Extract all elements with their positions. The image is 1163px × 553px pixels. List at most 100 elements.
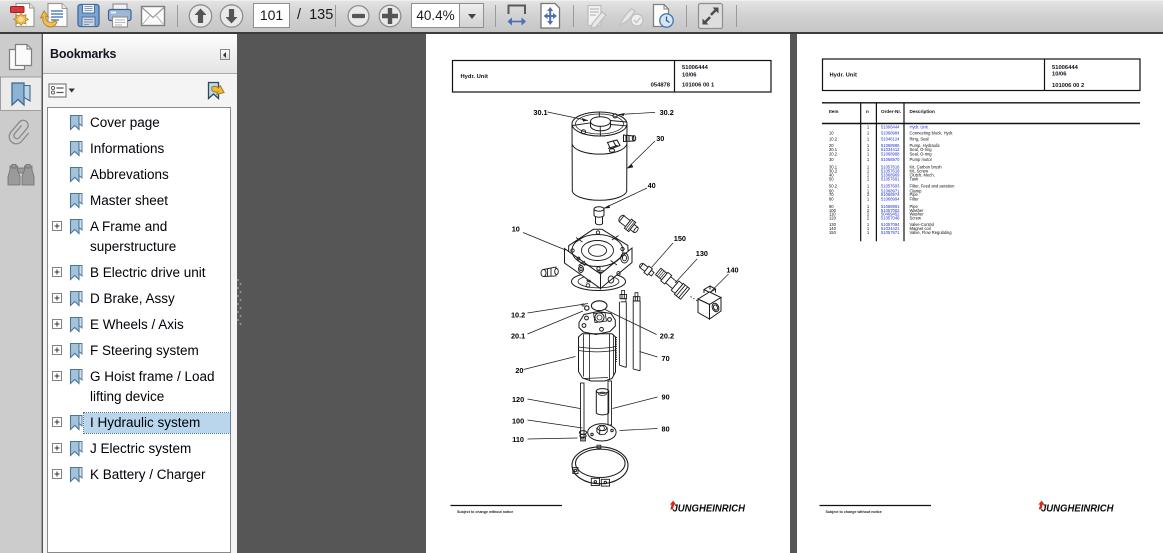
svg-text:Hydr. Unit: Hydr. Unit [830, 73, 857, 79]
svg-text:Filter, Feed and aeration: Filter, Feed and aeration [910, 183, 956, 188]
svg-text:20: 20 [515, 366, 523, 375]
svg-text:Washer: Washer [910, 208, 925, 213]
svg-text:90: 90 [662, 393, 670, 402]
svg-text:1: 1 [867, 204, 870, 209]
svg-text:Seal, O-ring: Seal, O-ring [910, 147, 933, 152]
svg-text:51006444: 51006444 [1052, 65, 1079, 71]
svg-text:1: 1 [867, 183, 870, 188]
svg-text:1: 1 [867, 177, 870, 182]
svg-text:2: 2 [867, 192, 870, 197]
svg-text:Clutch, Mech.: Clutch, Mech. [910, 173, 935, 178]
svg-text:Item: Item [829, 109, 838, 114]
svg-text:50: 50 [829, 177, 834, 182]
svg-text:51068969: 51068969 [881, 173, 900, 178]
svg-text:10.2: 10.2 [511, 311, 525, 320]
svg-text:Washer: Washer [910, 212, 925, 217]
svg-text:40: 40 [829, 173, 834, 178]
svg-text:10: 10 [829, 131, 834, 136]
svg-text:1: 1 [867, 173, 870, 178]
svg-text:JUNGHEINRICH: JUNGHEINRICH [1041, 503, 1114, 514]
svg-text:51068970: 51068970 [881, 157, 900, 162]
svg-text:Valve, Flow Regulating: Valve, Flow Regulating [910, 230, 953, 235]
svg-text:40: 40 [648, 181, 656, 190]
svg-text:Seal, O-ring: Seal, O-ring [910, 151, 933, 156]
svg-text:1: 1 [867, 226, 870, 231]
svg-text:20.2: 20.2 [660, 332, 674, 341]
svg-text:1: 1 [867, 169, 870, 174]
svg-text:1: 1 [867, 151, 870, 156]
svg-text:120: 120 [829, 216, 837, 221]
svg-text:Connecting block, Hydr.: Connecting block, Hydr. [910, 131, 954, 136]
svg-text:Magnet coil: Magnet coil [910, 226, 931, 231]
svg-text:130: 130 [696, 249, 708, 258]
svg-text:10/06: 10/06 [1052, 72, 1067, 78]
svg-text:51057094: 51057094 [881, 222, 900, 227]
svg-text:51034421: 51034421 [881, 226, 900, 231]
svg-text:10.2: 10.2 [829, 136, 838, 141]
svg-text:Order-Nr.: Order-Nr. [881, 109, 901, 114]
svg-text:1: 1 [867, 230, 870, 235]
svg-text:Clamp: Clamp [910, 188, 923, 193]
svg-text:60: 60 [829, 188, 834, 193]
svg-text:10: 10 [512, 225, 520, 234]
svg-text:Description: Description [910, 109, 935, 114]
svg-text:2: 2 [867, 208, 870, 213]
svg-text:30.2: 30.2 [829, 169, 838, 174]
svg-text:100: 100 [829, 208, 837, 213]
svg-text:1: 1 [867, 136, 870, 141]
svg-text:51057693: 51057693 [881, 183, 900, 188]
svg-text:150: 150 [829, 230, 837, 235]
svg-text:Valve-Control: Valve-Control [910, 222, 935, 227]
svg-text:30.2: 30.2 [660, 108, 674, 117]
svg-text:1: 1 [867, 143, 870, 148]
svg-text:51057618: 51057618 [881, 169, 900, 174]
svg-text:90: 90 [829, 204, 834, 209]
svg-text:Pump, Hydraulic: Pump, Hydraulic [910, 143, 940, 148]
svg-text:51057616: 51057616 [881, 165, 900, 170]
svg-text:51068971: 51068971 [881, 188, 900, 193]
svg-text:20: 20 [829, 143, 834, 148]
svg-text:1: 1 [867, 147, 870, 152]
svg-text:054878: 054878 [651, 83, 671, 89]
svg-text:110: 110 [829, 212, 836, 217]
svg-text:30.1: 30.1 [829, 165, 838, 170]
svg-text:Tank: Tank [910, 177, 920, 182]
svg-text:51068974: 51068974 [881, 192, 900, 197]
svg-text:2: 2 [867, 212, 870, 217]
svg-text:51068994: 51068994 [881, 197, 900, 202]
svg-text:50469452: 50469452 [881, 212, 900, 217]
svg-text:51006444: 51006444 [682, 65, 709, 71]
svg-text:120: 120 [512, 395, 524, 404]
svg-text:70: 70 [662, 354, 670, 363]
svg-text:n: n [866, 109, 869, 114]
svg-text:1: 1 [867, 222, 870, 227]
svg-text:51046124: 51046124 [881, 136, 900, 141]
svg-text:Hydr. Unit: Hydr. Unit [461, 74, 488, 80]
svg-text:100: 100 [512, 417, 524, 426]
svg-text:JUNGHEINRICH: JUNGHEINRICH [673, 503, 746, 514]
svg-text:Pipe: Pipe [910, 192, 919, 197]
svg-text:Pump motor: Pump motor [910, 157, 933, 162]
svg-text:50.2: 50.2 [829, 183, 838, 188]
svg-text:150: 150 [674, 234, 686, 243]
svg-text:20.2: 20.2 [829, 151, 838, 156]
svg-text:51057971: 51057971 [881, 230, 900, 235]
svg-text:30.1: 30.1 [533, 108, 547, 117]
svg-text:51068984: 51068984 [881, 131, 900, 136]
svg-text:140: 140 [829, 226, 837, 231]
svg-text:20.1: 20.1 [511, 332, 525, 341]
svg-text:1: 1 [867, 131, 870, 136]
svg-text:101006 00 2: 101006 00 2 [1052, 83, 1084, 89]
svg-text:80: 80 [829, 197, 834, 202]
svg-text:140: 140 [726, 266, 738, 275]
svg-text:51057691: 51057691 [881, 177, 900, 182]
svg-text:Pipe: Pipe [910, 204, 919, 209]
svg-text:Subject to change without noti: Subject to change without notice [826, 510, 882, 514]
svg-text:Screw: Screw [910, 216, 922, 221]
svg-text:1: 1 [867, 125, 870, 130]
svg-text:30: 30 [829, 157, 834, 162]
svg-text:70: 70 [829, 192, 834, 197]
svg-text:51068985: 51068985 [881, 143, 900, 148]
svg-text:2: 2 [867, 216, 870, 221]
svg-text:1: 1 [867, 188, 870, 193]
